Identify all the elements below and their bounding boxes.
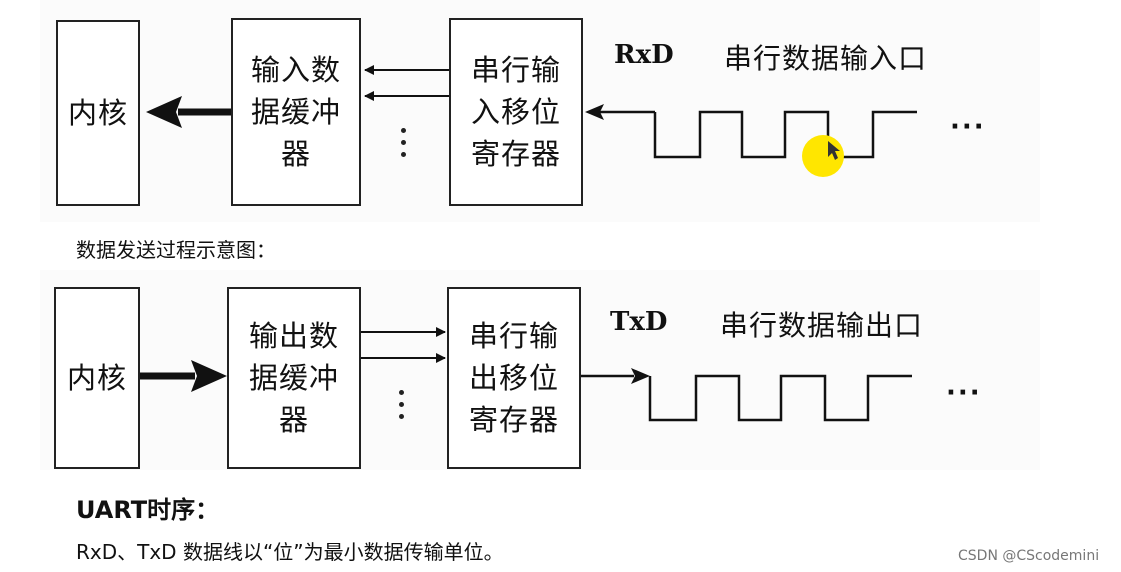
- uart-timing-heading: UART时序：: [76, 496, 220, 524]
- cursor-pointer-icon: [828, 141, 840, 160]
- rx-waveform-continuation: ···: [950, 112, 986, 142]
- rx-shift-register-box: 串行输 入移位 寄存器: [449, 18, 583, 206]
- tx-output-buffer-label: 输出数 据缓冲 器: [248, 319, 339, 437]
- tx-core-label: 内核: [66, 361, 127, 395]
- txd-output-arrow: [581, 368, 650, 384]
- cursor-highlight: [802, 135, 844, 177]
- watermark-text: CSDN @CScodemini: [958, 548, 1100, 564]
- tx-parallel-lines-ellipsis: [399, 390, 405, 426]
- tx-shift-register-box: 串行输 出移位 寄存器: [447, 287, 581, 469]
- rx-core-label: 内核: [67, 96, 128, 130]
- rx-port-label: 串行数据输入口: [724, 42, 928, 75]
- rx-core-box: 内核: [56, 20, 140, 206]
- rx-parallel-lines-ellipsis: [401, 128, 407, 164]
- rx-buffer-to-core-arrow: [146, 96, 231, 128]
- rx-shift-register-label: 串行输 入移位 寄存器: [470, 53, 561, 171]
- tx-core-to-buffer-arrow: [140, 360, 227, 392]
- tx-output-buffer-box: 输出数 据缓冲 器: [227, 287, 361, 469]
- rx-input-buffer-label: 输入数 据缓冲 器: [250, 53, 341, 171]
- caption-text: 数据发送过程示意图：: [76, 238, 276, 262]
- tx-shift-register-label: 串行输 出移位 寄存器: [468, 319, 559, 437]
- tx-waveform: [648, 374, 912, 422]
- txd-label: TxD: [610, 307, 668, 337]
- rxd-input-arrow: [585, 104, 655, 120]
- rx-waveform: [653, 110, 917, 159]
- tx-port-label: 串行数据输出口: [720, 309, 924, 342]
- tx-waveform-continuation: ···: [946, 378, 982, 408]
- rxd-label: RxD: [614, 40, 674, 70]
- tx-core-box: 内核: [54, 287, 140, 469]
- rx-input-buffer-box: 输入数 据缓冲 器: [231, 18, 361, 206]
- uart-description: RxD、TxD 数据线以“位”为最小数据传输单位。: [76, 540, 504, 564]
